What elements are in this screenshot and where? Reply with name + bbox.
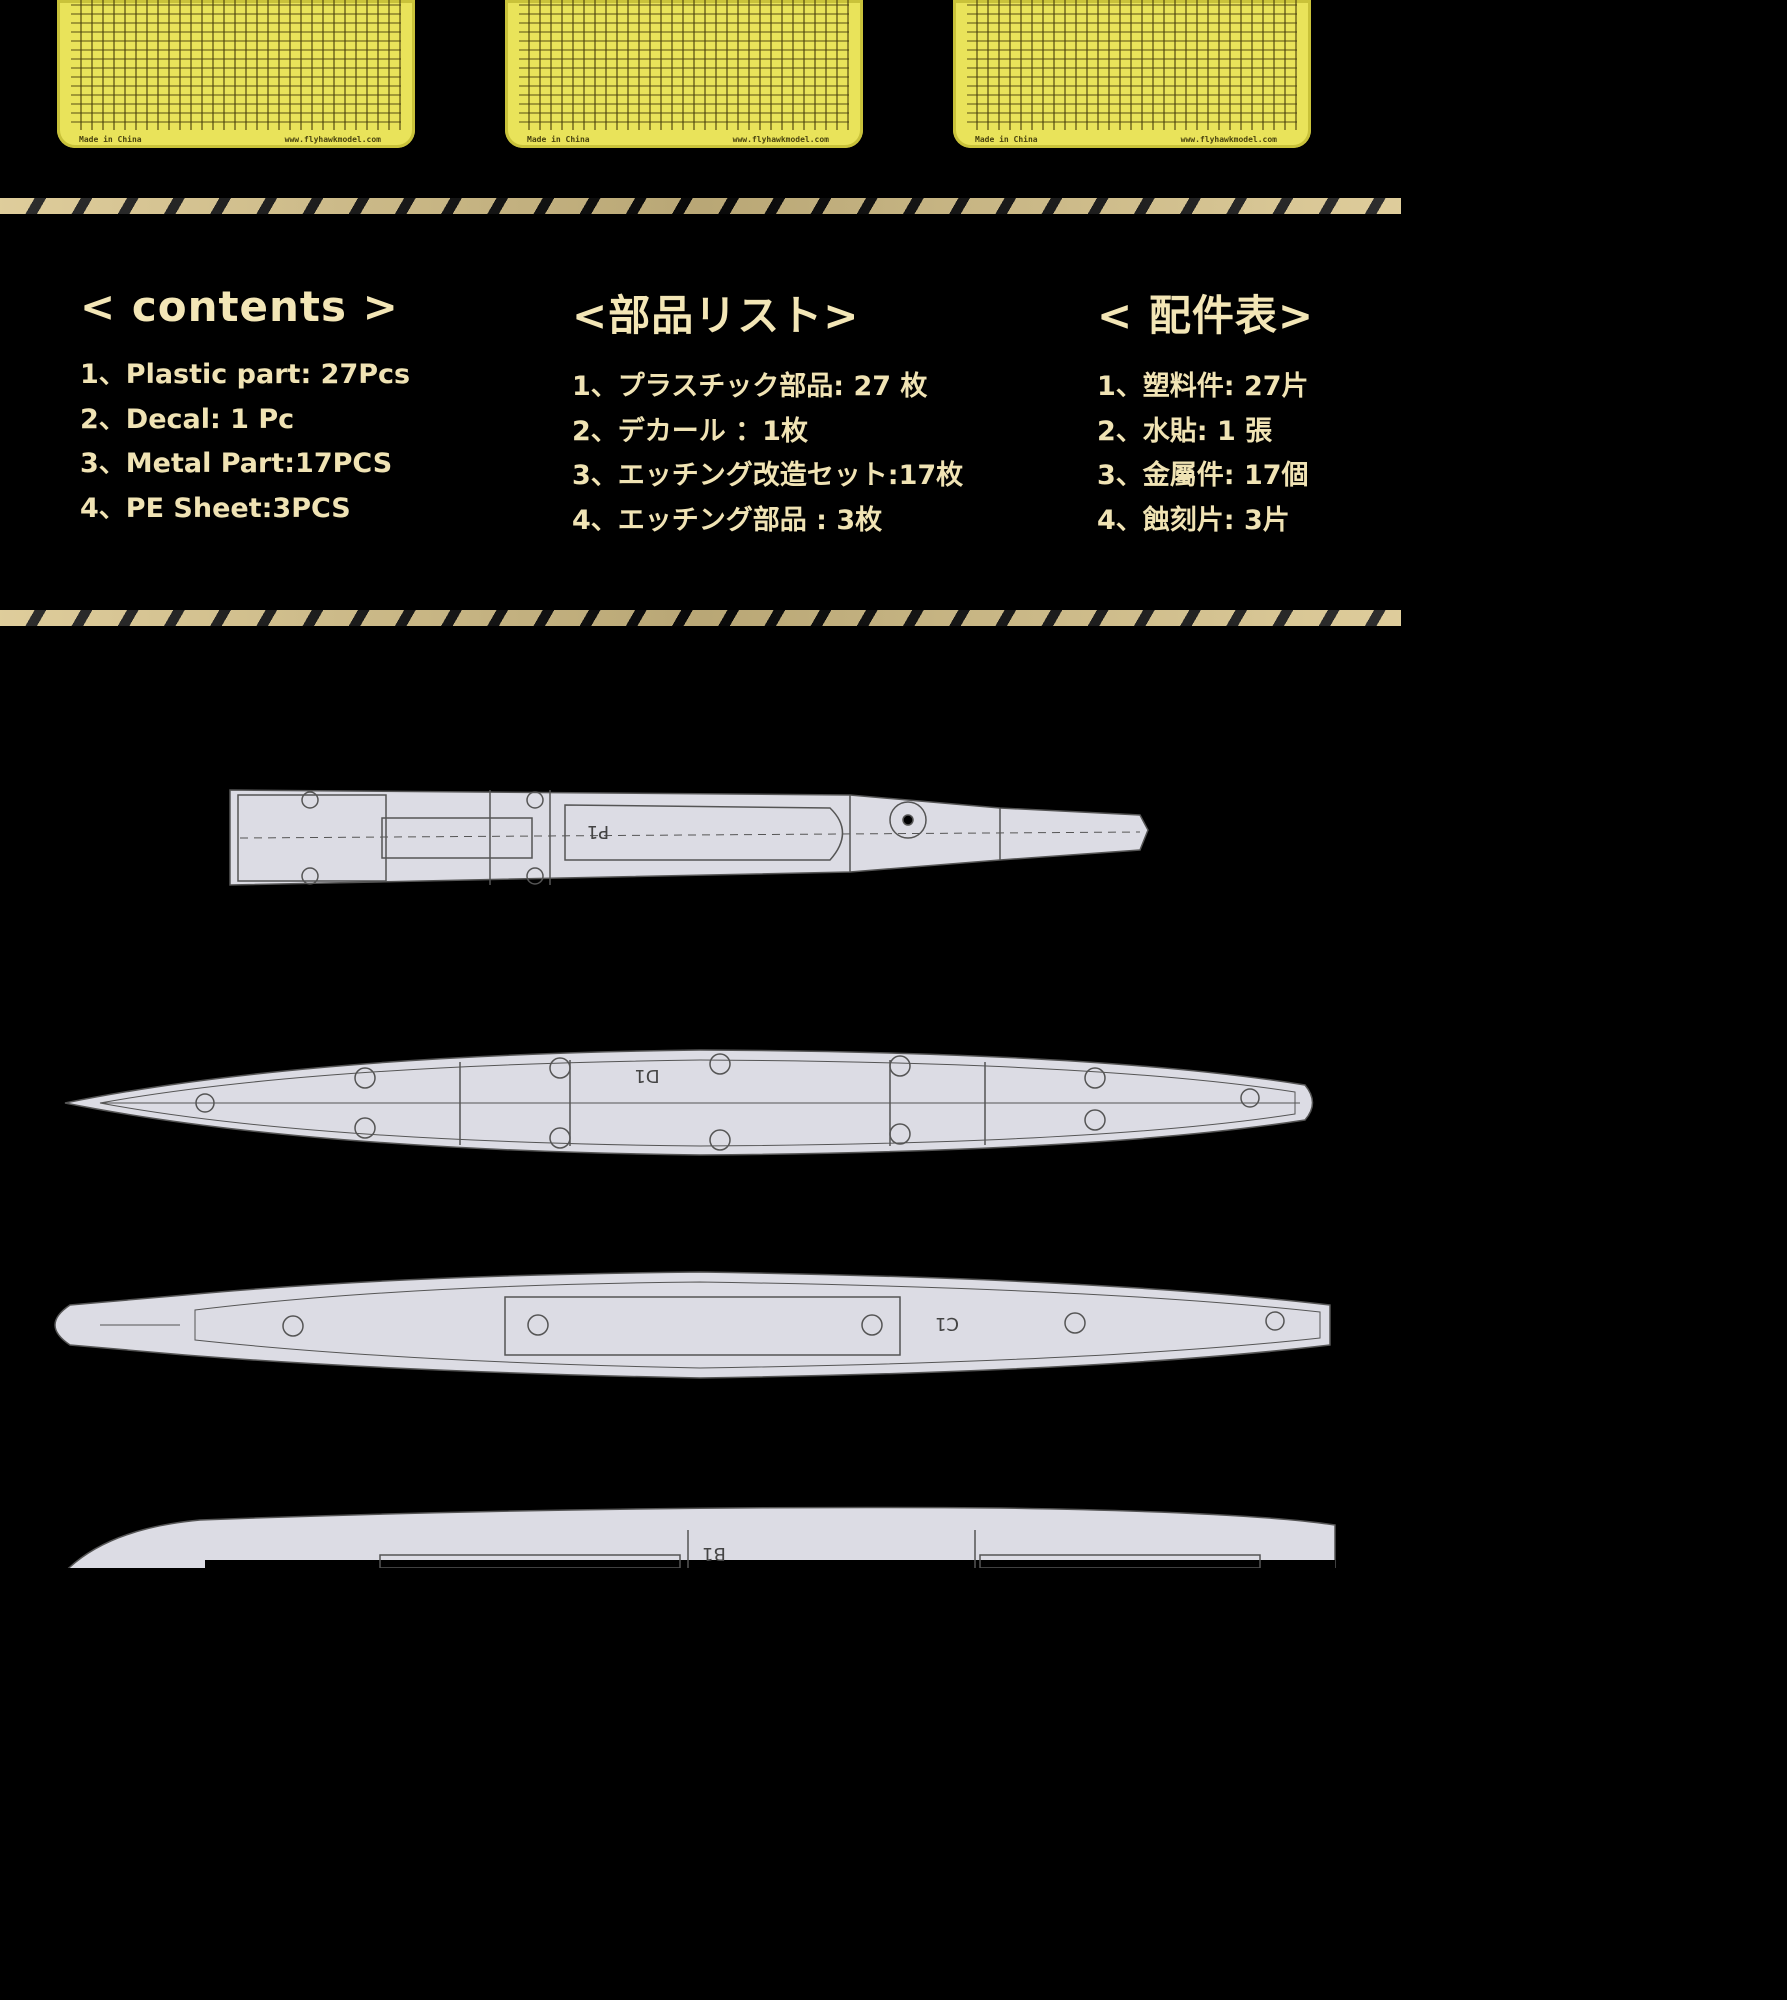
divider-stripe-bottom [0,610,1401,626]
pe-url-label: www.flyhawkmodel.com [284,135,381,144]
contents-item: 3、エッチング改造セット:17枚 [572,460,964,491]
contents-item: 1、塑料件: 27片 [1097,371,1309,402]
part-label-d1: D1 [634,1065,659,1086]
contents-japanese: <部品リスト> 1、プラスチック部品: 27 枚 2、デカール ：1枚 3、エッ… [572,282,963,543]
contents-item: 2、Decal: 1 Pc [80,403,295,435]
pe-url-label: www.flyhawkmodel.com [1180,135,1277,144]
pe-url-label: www.flyhawkmodel.com [732,135,829,144]
part-p1-deck [229,789,1149,886]
parts-drawing: P1 D1 C1 [54,789,1336,1568]
pe-parts-pattern [519,0,849,130]
pe-made-label: Made in China [975,135,1038,144]
contents-item: 2、デカール ：1枚 [572,415,808,447]
contents-item: 4、エッチング部品 : 3枚 [572,504,883,536]
contents-english: < contents > 1、Plastic part: 27Pcs 2、Dec… [80,282,410,531]
pe-made-label: Made in China [527,135,590,144]
divider-stripe-top [0,198,1401,214]
pe-sheet-3: Made in China www.flyhawkmodel.com [953,0,1311,148]
pe-sheet-2: Made in China www.flyhawkmodel.com [505,0,863,148]
pe-sheet-1: Made in China www.flyhawkmodel.com [57,0,415,148]
pe-made-label: Made in China [79,135,142,144]
contents-item: 4、蝕刻片: 3片 [1097,504,1290,536]
contents-item: 2、水貼: 1 張 [1097,415,1273,447]
pe-parts-pattern [71,0,401,130]
part-label-b1: B1 [702,1543,726,1564]
contents-item: 1、プラスチック部品: 27 枚 [572,371,928,402]
contents-chinese: < 配件表> 1、塑料件: 27片 2、水貼: 1 張 3、金屬件: 17個 4… [1097,282,1314,543]
part-d1-deck [64,1049,1314,1156]
contents-item: 3、Metal Part:17PCS [80,448,393,479]
contents-title: <部品リスト> [572,291,860,340]
pe-parts-pattern [967,0,1297,130]
contents-item: 1、Plastic part: 27Pcs [80,359,411,390]
contents-title: < contents > [80,282,399,331]
part-label-p1: P1 [587,821,609,842]
part-label-c1: C1 [935,1313,959,1334]
contents-title: < 配件表> [1097,291,1315,340]
part-b1-hull [67,1506,1336,1568]
contents-item: 4、PE Sheet:3PCS [80,492,351,524]
contents-item: 3、金屬件: 17個 [1097,460,1309,491]
part-c1-hull [54,1271,1331,1379]
